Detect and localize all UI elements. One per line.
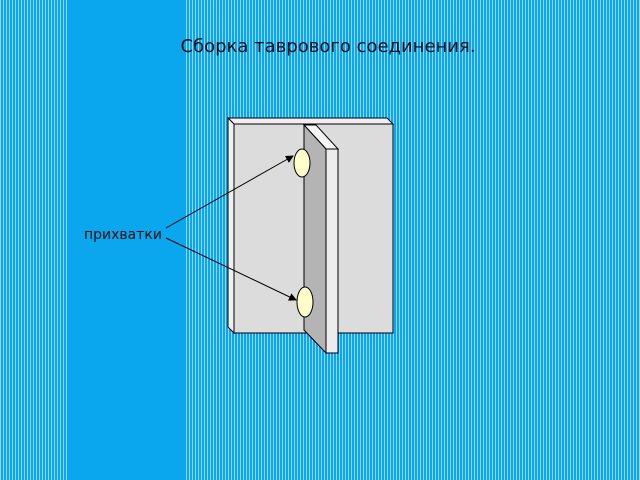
tack-weld-upper	[293, 148, 311, 178]
tack-weld-lower	[296, 286, 314, 318]
base-plate-top-edge	[226, 117, 395, 125]
tack-weld-label: прихватки	[84, 227, 162, 243]
slide-title: Сборка таврового соединения.	[180, 36, 476, 57]
rib-front-edge	[325, 148, 339, 354]
callout-arrow-lower	[165, 237, 297, 301]
base-plate-side-edge	[227, 116, 235, 335]
callout-arrow-upper	[165, 155, 294, 229]
solid-blue-band	[68, 0, 184, 480]
